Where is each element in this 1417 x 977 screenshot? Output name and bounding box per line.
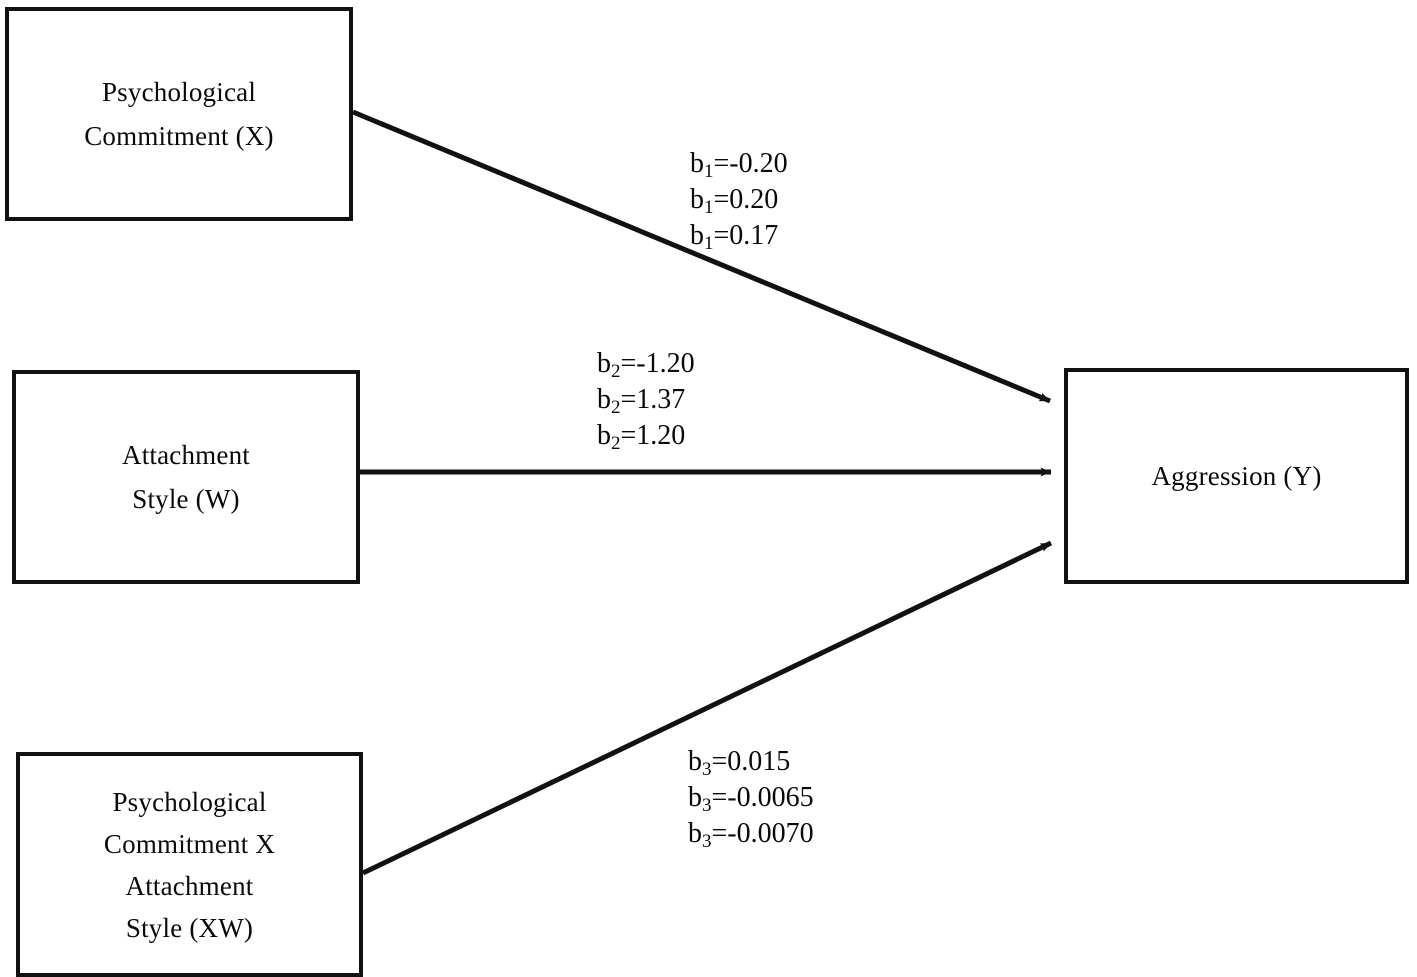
edge-label-b3-line-2: b3=-0.0065 — [688, 780, 814, 816]
b2-value-3: =1.20 — [620, 420, 686, 451]
b2-value-2: =1.37 — [620, 384, 686, 415]
b-subscript: 2 — [611, 361, 621, 382]
b-subscript: 2 — [611, 397, 621, 418]
node-x-line-1: Psychological — [101, 77, 257, 107]
node-attachment-style-w: Attachment Style (W) — [12, 370, 360, 584]
b-symbol: b — [688, 746, 702, 777]
node-interaction-xw: Psychological Commitment X Attachment St… — [16, 752, 363, 977]
b1-value-2: =0.20 — [713, 184, 779, 215]
edge-label-b2-line-2: b2=1.37 — [597, 382, 695, 418]
b3-value-1: =0.015 — [711, 746, 791, 777]
edge-label-b1-line-1: b1=-0.20 — [690, 146, 788, 182]
node-xw-line-2: Commitment X — [103, 828, 276, 859]
b-symbol: b — [688, 818, 702, 849]
node-psychological-commitment-x: Psychological Commitment (X) — [5, 7, 353, 221]
b-symbol: b — [690, 148, 704, 179]
node-x-line-2: Commitment (X) — [84, 121, 274, 151]
b-symbol: b — [597, 420, 611, 451]
node-w-line-2: Style (W) — [132, 484, 240, 514]
node-xw-line-4: Style (XW) — [125, 912, 254, 943]
node-aggression-y: Aggression (Y) — [1064, 368, 1409, 584]
node-w-line-1: Attachment — [122, 440, 250, 470]
node-xw-line-3: Attachment — [125, 870, 254, 901]
node-xw-line-1: Psychological — [112, 786, 267, 817]
b-subscript: 2 — [611, 433, 621, 454]
edge-label-b1-line-2: b1=0.20 — [690, 182, 788, 218]
b-subscript: 3 — [702, 795, 712, 816]
edge-label-b1-line-3: b1=0.17 — [690, 218, 788, 254]
b1-value-3: =0.17 — [713, 220, 779, 251]
edge-label-b2-line-1: b2=-1.20 — [597, 346, 695, 382]
b-subscript: 3 — [702, 759, 712, 780]
b-subscript: 3 — [702, 831, 712, 852]
node-y-line-1: Aggression (Y) — [1151, 461, 1322, 491]
b-subscript: 1 — [704, 197, 714, 218]
b-symbol: b — [688, 782, 702, 813]
edge-label-b2-line-3: b2=1.20 — [597, 418, 695, 454]
edge-label-b3-line-3: b3=-0.0070 — [688, 816, 814, 852]
b2-value-1: =-1.20 — [620, 348, 695, 379]
edge-label-b1: b1=-0.20 b1=0.20 b1=0.17 — [690, 146, 788, 254]
b-subscript: 1 — [704, 233, 714, 254]
b3-value-3: =-0.0070 — [711, 818, 814, 849]
b-symbol: b — [597, 348, 611, 379]
b3-value-2: =-0.0065 — [711, 782, 814, 813]
b-symbol: b — [597, 384, 611, 415]
b-symbol: b — [690, 220, 704, 251]
b-symbol: b — [690, 184, 704, 215]
edge-label-b3-line-1: b3=0.015 — [688, 744, 814, 780]
edge-label-b3: b3=0.015 b3=-0.0065 b3=-0.0070 — [688, 744, 814, 852]
b-subscript: 1 — [704, 161, 714, 182]
edge-label-b2: b2=-1.20 b2=1.37 b2=1.20 — [597, 346, 695, 454]
b1-value-1: =-0.20 — [713, 148, 788, 179]
